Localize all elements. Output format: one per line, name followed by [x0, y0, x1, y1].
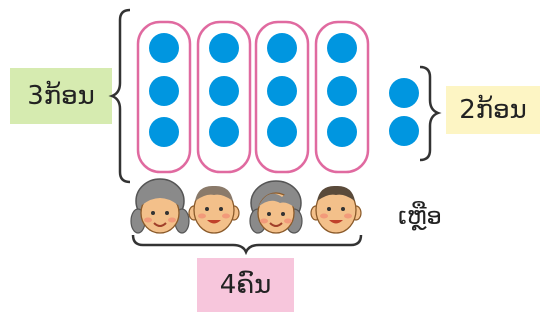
people-label-background	[197, 258, 294, 312]
dot	[149, 33, 179, 63]
group-outline	[196, 20, 252, 174]
remainder-label-background	[446, 86, 540, 134]
left-bracket	[108, 8, 131, 184]
remainder-dot	[389, 78, 419, 108]
rows-label: 3ກ້ອນ	[27, 81, 95, 111]
dot	[209, 117, 239, 147]
bottom-brace	[131, 234, 363, 256]
boy-face-icon	[310, 185, 362, 234]
group-outline	[314, 20, 370, 174]
right-bracket	[419, 65, 442, 162]
dot	[149, 76, 179, 106]
remainder-word-label: ເຫຼືອ	[398, 202, 442, 230]
group-outline	[254, 20, 310, 174]
dot	[327, 33, 357, 63]
group-outline	[136, 20, 192, 174]
people-count-label: 4ຄົນ	[219, 270, 272, 300]
dot	[327, 76, 357, 106]
dot	[327, 117, 357, 147]
girl-face-icon	[249, 180, 303, 234]
remainder-count-label: 2ກ້ອນ	[459, 95, 527, 125]
girl-face-icon	[130, 178, 190, 234]
dot	[209, 33, 239, 63]
rows-label-background	[10, 68, 112, 124]
dot	[149, 117, 179, 147]
boy-face-icon	[188, 185, 240, 234]
dot	[209, 76, 239, 106]
dot	[267, 76, 297, 106]
dot	[267, 33, 297, 63]
dot	[267, 117, 297, 147]
remainder-dot	[389, 116, 419, 146]
